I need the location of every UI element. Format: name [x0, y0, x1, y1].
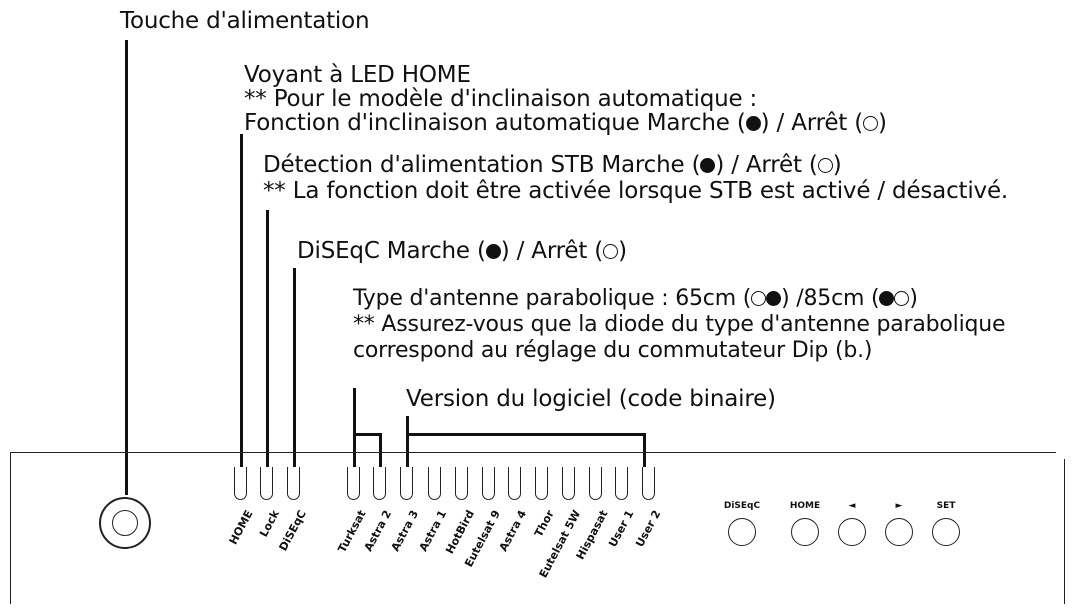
filled-dot-icon [700, 158, 716, 173]
dish-note-2: correspond au réglage du commutateur Dip… [353, 338, 873, 363]
led-indicator [400, 467, 413, 500]
filled-dot-icon [766, 291, 782, 306]
led-indicator [455, 467, 468, 500]
stb-note: ** La fonction doit être activée lorsque… [263, 178, 1009, 204]
led-indicator [642, 467, 655, 500]
software-version-label: Version du logiciel (code binaire) [406, 386, 776, 412]
empty-dot-icon [751, 291, 767, 306]
power-key-label: Touche d'alimentation [120, 8, 370, 34]
filled-dot-icon [745, 116, 761, 131]
empty-dot-icon [863, 116, 878, 131]
home-led-note-1: ** Pour le modèle d'inclinaison automati… [244, 86, 758, 112]
right-arrow-icon: ► [895, 501, 903, 511]
empty-dot-icon [894, 291, 910, 306]
dish-bracket-top [353, 433, 382, 436]
led-indicator [347, 467, 360, 500]
home-led-note-2: Fonction d'inclinaison automatique March… [244, 110, 887, 136]
empty-dot-icon [603, 244, 619, 259]
dish-bracket-left [353, 388, 356, 467]
led-indicator [260, 467, 273, 500]
software-bracket-left [406, 416, 409, 467]
empty-dot-icon [817, 158, 833, 173]
dish-bracket-right [379, 433, 382, 467]
dish-note-1: ** Assurez-vous que la diode du type d'a… [353, 312, 1006, 337]
led-indicator [428, 467, 441, 500]
led-indicator [234, 467, 247, 500]
led-indicator [482, 467, 495, 500]
diseqc-button[interactable] [728, 518, 756, 546]
diseqc-leader-line [293, 268, 296, 467]
led-indicator [508, 467, 521, 500]
set-button[interactable] [932, 518, 960, 546]
home-leader-line [240, 134, 243, 467]
led-indicator [562, 467, 575, 500]
left-button[interactable] [838, 518, 866, 546]
led-indicator [287, 467, 300, 500]
power-leader-line [125, 40, 128, 495]
filled-dot-icon [879, 291, 895, 306]
software-bracket-right [643, 433, 646, 467]
diseqc-label: DiSEqC Marche () / Arrêt () [297, 238, 627, 264]
dish-type-label: Type d'antenne parabolique : 65cm () /85… [353, 286, 918, 311]
set-button-label: SET [936, 501, 956, 511]
diseqc-button-label: DiSEqC [723, 501, 761, 511]
software-bracket-top [406, 433, 646, 436]
filled-dot-icon [485, 244, 501, 259]
home-led-label: Voyant à LED HOME [244, 62, 471, 88]
home-button[interactable] [791, 518, 819, 546]
device-front-panel [10, 451, 1066, 604]
home-button-label: HOME [789, 501, 821, 511]
left-arrow-icon: ◄ [848, 501, 856, 511]
right-button[interactable] [885, 518, 913, 546]
stb-detection-label: Détection d'alimentation STB Marche () /… [263, 152, 842, 178]
led-indicator [535, 467, 548, 500]
lock-leader-line [266, 210, 269, 467]
led-indicator [373, 467, 386, 500]
led-indicator [589, 467, 602, 500]
led-indicator [615, 467, 628, 500]
power-button[interactable] [99, 497, 151, 549]
power-icon [112, 510, 138, 536]
